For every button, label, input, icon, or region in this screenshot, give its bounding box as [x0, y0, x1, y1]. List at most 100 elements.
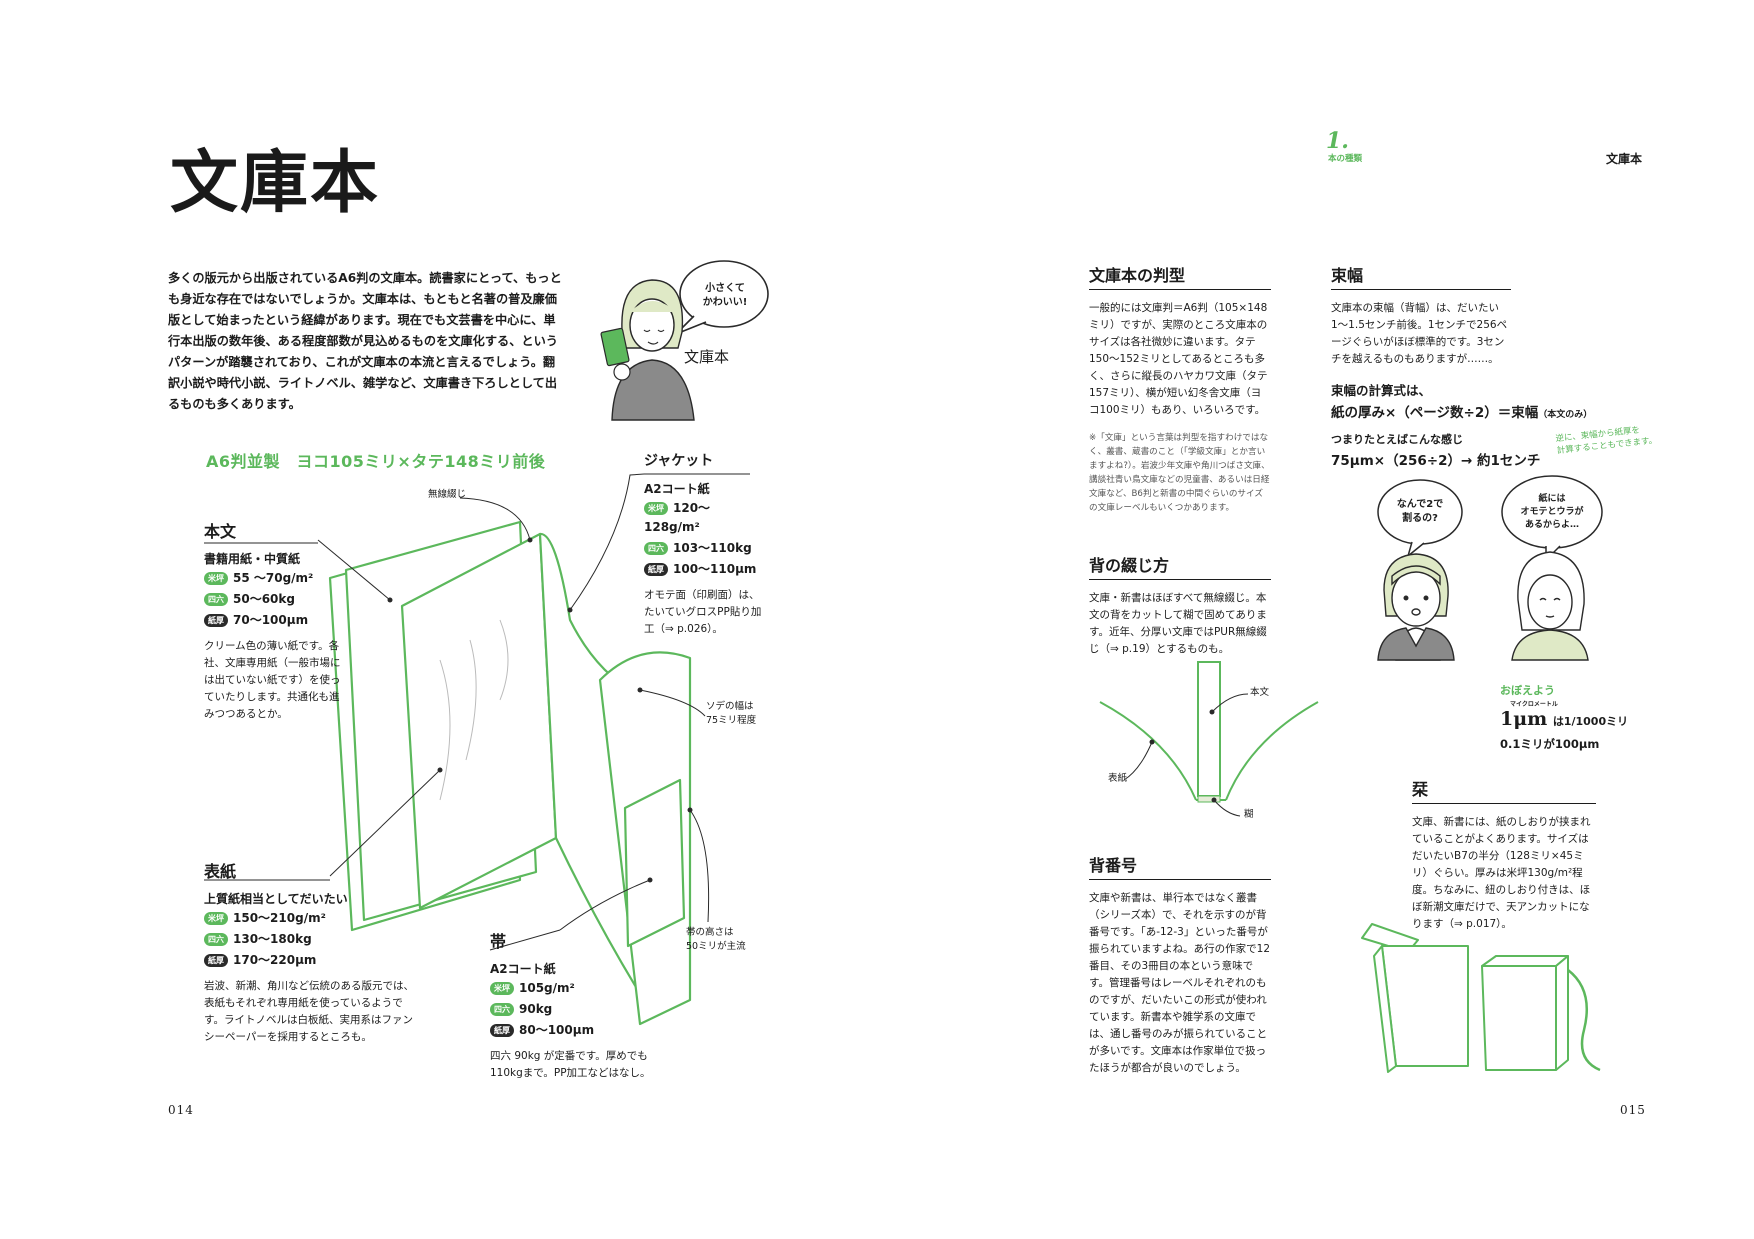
hyoshi-desc: 岩波、新潮、角川など伝統のある版元では、表紙もそれぞれ専用紙を使っているようです…: [204, 980, 414, 1043]
oboeyou-line2: 0.1ミリが100μm: [1500, 737, 1600, 751]
intro-paragraph: 多くの版元から出版されているA6判の文庫本。読書家にとって、もっとも身近な存在で…: [168, 271, 562, 411]
setoji-section: 背の綴じ方 文庫・新書はほぼすべて無線綴じ。本文の背をカットして糊で固めてありま…: [1089, 552, 1271, 658]
binding-label-hyoshi: 表紙: [1108, 773, 1128, 784]
formula-note: （本文のみ）: [1538, 410, 1593, 420]
sebango-heading: 背番号: [1089, 852, 1271, 880]
bubble-line: オモテとウラが: [1520, 507, 1584, 517]
jacket-desc: オモテ面（印刷面）は、たいていグロスPP貼り加工（⇒ p.026）。: [644, 589, 762, 635]
speech-bubble-icon: [679, 260, 769, 328]
bubble-line: あるからよ…: [1524, 520, 1579, 530]
spec-value: 55 〜70g/m²: [233, 571, 314, 585]
page-number-right: 015: [1620, 1103, 1646, 1117]
hankei-heading: 文庫本の判型: [1089, 262, 1271, 290]
sebango-section: 背番号 文庫や新書は、単行本ではなく叢書（シリーズ本）で、それを示すのが背番号で…: [1089, 852, 1271, 1077]
jacket-heading: ジャケット: [644, 453, 714, 469]
page-number-left: 014: [168, 1103, 194, 1117]
setoji-body: 文庫・新書はほぼすべて無線綴じ。本文の背をカットして糊で固めてあります。近年、分…: [1089, 592, 1267, 655]
formula-intro: 束幅の計算式は、: [1331, 383, 1432, 398]
spec-row: 四六 90kg: [490, 1000, 660, 1019]
leader-honbun: [317, 539, 391, 601]
honbun-paper: 書籍用紙・中質紙: [204, 552, 301, 566]
oboeyou-box: おぼえよう マイクロメートル 1μm は1/1000ミリ 0.1ミリが100μm: [1500, 682, 1680, 752]
spec-row: 米坪 105g/m²: [490, 979, 660, 998]
tag-badge: 紙厚: [204, 954, 228, 967]
spec-row: 米坪 55 〜70g/m²: [204, 569, 344, 588]
tag-badge: 紙厚: [644, 563, 668, 576]
bubble-line: 紙には: [1538, 494, 1566, 504]
formula: 紙の厚み×（ページ数÷2）＝束幅（本文のみ）: [1331, 401, 1592, 421]
spec-row: 紙厚 100〜110μm: [644, 560, 764, 579]
page-title: 文庫本: [170, 144, 381, 223]
hyoshi-heading: 表紙: [204, 862, 237, 881]
bubble-text-left: なんで2で 割るの?: [1380, 498, 1460, 526]
spec-value: 150〜210g/m²: [233, 911, 326, 925]
shiori-heading: 栞: [1412, 776, 1596, 804]
tag-badge: 四六: [204, 933, 228, 946]
bubble-text-right: 紙には オモテとウラが あるからよ…: [1506, 493, 1598, 532]
tag-badge: 米坪: [644, 502, 668, 515]
obi-desc: 四六 90kg が定番です。厚めでも110kgまで。PP加工などはなし。: [490, 1050, 651, 1079]
obi-heading: 帯: [490, 932, 507, 951]
binding-label: 無線綴じ: [428, 489, 467, 500]
hankei-note: ※「文庫」という言葉は判型を指すわけではなく、叢書、蔵書のこと（「学級文庫」とか…: [1089, 433, 1270, 513]
section-label: 本の種類: [1328, 154, 1363, 164]
example-intro: つまりたとえばこんな感じ: [1331, 433, 1463, 446]
oboeyou-label: おぼえよう: [1500, 684, 1555, 697]
spec-value: 130〜180kg: [233, 932, 312, 946]
tag-badge: 四六: [204, 593, 228, 606]
cover-right-curve: [1225, 701, 1319, 801]
shiori-section: 栞 文庫、新書には、紙のしおりが挟まれていることがよくあります。サイズはだいたい…: [1412, 776, 1596, 933]
spec-value: 100〜110μm: [673, 562, 757, 576]
leader-hyoshi: [329, 769, 441, 877]
oboeyou-ruby: マイクロメートル: [1510, 701, 1558, 708]
spec-value: 120〜128g/m²: [644, 501, 711, 534]
hyoshi-block: 表紙 上質紙相当としてだいたい 米坪 150〜210g/m² 四六 130〜180k…: [204, 858, 414, 1046]
spec-value: 105g/m²: [519, 981, 575, 995]
oboeyou-line1: マイクロメートル 1μm は1/1000ミリ: [1500, 701, 1680, 730]
tag-badge: 紙厚: [204, 614, 228, 627]
bubble-line: 小さくて: [705, 283, 745, 294]
hyoshi-paper: 上質紙相当としてだいたい: [204, 892, 348, 906]
tsuka-heading: 束幅: [1331, 262, 1511, 290]
section-number: 1.: [1326, 128, 1349, 154]
leader-jacket: [569, 473, 645, 611]
tag-badge: 四六: [490, 1003, 514, 1016]
sebango-body: 文庫や新書は、単行本ではなく叢書（シリーズ本）で、それを示すのが背番号です。「あ…: [1089, 892, 1271, 1074]
hankei-section: 文庫本の判型 一般的には文庫判＝A6判（105×148ミリ）ですが、実際のところ…: [1089, 262, 1271, 515]
bubble-line: なんで2で: [1396, 499, 1444, 510]
leader-binding: [459, 497, 531, 541]
spec-row: 米坪 150〜210g/m²: [204, 909, 414, 928]
obi-paper: A2コート紙: [490, 962, 556, 976]
tag-badge: 米坪: [490, 982, 514, 995]
spec-row: 紙厚 70〜100μm: [204, 611, 344, 630]
ribbon-bookmark-icon: [1567, 969, 1601, 1072]
spec-value: 90kg: [519, 1002, 553, 1016]
tag-badge: 紙厚: [490, 1024, 514, 1037]
tag-badge: 米坪: [204, 572, 228, 585]
spec-value: 70〜100μm: [233, 613, 309, 627]
reading-girl-illustration: [600, 279, 695, 421]
honbun-desc: クリーム色の薄い紙です。各社、文庫専用紙（一般市場には出ていない紙です）を使って…: [204, 640, 341, 720]
leader-sode: [639, 689, 706, 717]
sode-label: ソデの幅は 75ミリ程度: [706, 701, 757, 726]
bubble-text: 小さくて かわいい!: [690, 282, 760, 310]
formula-text: 紙の厚み×（ページ数÷2）＝束幅: [1331, 405, 1539, 421]
bubble-line: かわいい!: [702, 297, 748, 308]
hankei-body: 一般的には文庫判＝A6判（105×148ミリ）ですが、実際のところ文庫本のサイズ…: [1089, 302, 1268, 416]
bubble-line: 割るの?: [1402, 513, 1438, 524]
tag-badge: 米坪: [204, 912, 228, 925]
tsuka-body: 文庫本の束幅（背幅）は、だいたい1〜1.5センチ前後。1センチで256ページぐら…: [1331, 302, 1508, 365]
setoji-heading: 背の綴じ方: [1089, 552, 1271, 580]
handwritten-label: 文庫本: [684, 348, 730, 366]
